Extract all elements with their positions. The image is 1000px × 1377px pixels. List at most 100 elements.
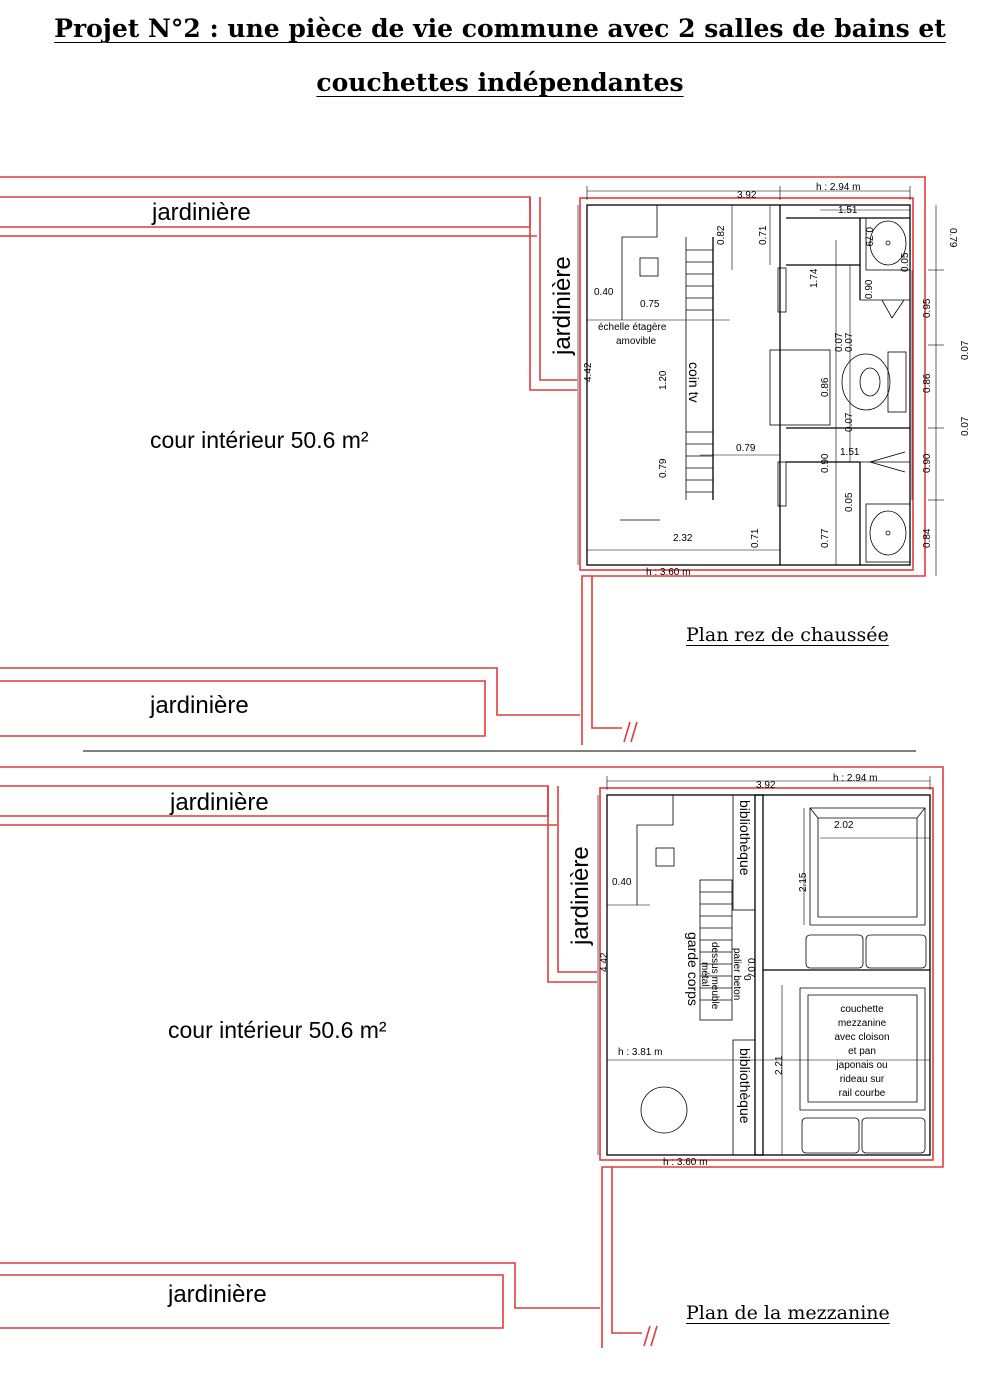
mezz-dim-221: 2.21 (774, 1055, 785, 1075)
mezz-stair-box (655, 847, 675, 867)
dim-071b: 0.71 (750, 528, 761, 548)
sink-lower (865, 503, 911, 563)
toilet (841, 351, 907, 413)
mezz-planter-side-label: jardinière (567, 846, 594, 946)
bed-upper (805, 807, 927, 969)
mezz-dim-202: 2.02 (834, 820, 854, 831)
dim-height-top: h : 2.94 m (816, 182, 860, 193)
mezz-planter-side-inner (557, 786, 597, 973)
wall-stub (591, 576, 622, 729)
stair-box (639, 257, 659, 277)
dim-077: 0.77 (820, 528, 831, 548)
sink-upper (865, 217, 911, 271)
dim-079-mid: 0.79 (736, 443, 756, 454)
shower-lower (860, 451, 910, 473)
round-table (640, 1086, 688, 1134)
dim-007e: 0.07 (960, 416, 971, 436)
mezz-outer-wall-outline (0, 766, 944, 1348)
dim-height-bottom: h : 3.60 m (646, 567, 690, 578)
outer-wall-outline (0, 176, 926, 745)
mezz-building-red-outline (599, 787, 934, 1161)
mezz-dim-width-total: 3.92 (756, 780, 776, 791)
dim-174: 1.74 (809, 268, 820, 288)
planter-side-outer (529, 197, 577, 391)
svg-text:mezzanine: mezzanine (838, 1018, 887, 1029)
dim-151a: 1.51 (838, 205, 858, 216)
landing-label-2: 0 (741, 975, 752, 981)
library-label-2: bibliothèque (737, 1048, 753, 1124)
mezz-planter-top-label: jardinière (169, 789, 269, 816)
svg-text:rideau sur: rideau sur (840, 1074, 885, 1085)
dim-079-far: 0.79 (947, 228, 958, 248)
break-mark-2 (630, 721, 638, 743)
dim-007c: 0.07 (834, 332, 845, 352)
landing-label-1: palier beton (731, 948, 742, 1000)
dim-090a: 0.90 (864, 279, 875, 299)
dim-082: 0.82 (716, 225, 727, 245)
dim-120: 1.20 (658, 370, 669, 390)
planter-side-label: jardinière (549, 256, 576, 356)
svg-text:japonais ou: japonais ou (835, 1060, 887, 1071)
mezz-planter-bottom-inner (0, 1274, 504, 1329)
dim-090b: 0.90 (820, 453, 831, 473)
stair-steps (621, 205, 658, 320)
ladder-label-1: échelle étagère (598, 322, 667, 333)
shower-upper (860, 299, 910, 319)
page-title-line-1: Projet N°2 : une pièce de vie commune av… (54, 14, 946, 43)
ground-dimension-lines (577, 186, 944, 576)
planter-bottom-outline (0, 667, 580, 716)
mezz-wall-stub (611, 1167, 642, 1334)
mezz-dim-215: 2.15 (798, 872, 809, 892)
mezz-planter-top-outline (0, 785, 549, 817)
dim-079-right: 0.79 (863, 227, 874, 247)
ground-floor-plan-label: Plan rez de chaussée (686, 624, 889, 646)
break-mark-1 (623, 721, 631, 743)
door-upper (777, 267, 787, 313)
dim-007b: 0.07 (960, 340, 971, 360)
mezz-planter-bottom-outline (0, 1262, 600, 1309)
mezz-stair-steps (636, 795, 674, 905)
bed-lower (799, 987, 926, 1154)
planter-top-label: jardinière (151, 199, 251, 226)
mezz-dim-040: 0.40 (612, 877, 632, 888)
mezz-courtyard-label: cour intérieur 50.6 m² (168, 1017, 387, 1043)
dim-075: 0.75 (640, 299, 660, 310)
mezz-break-mark-1 (643, 1325, 651, 1347)
planter-bottom-inner (0, 680, 486, 737)
svg-text:et pan: et pan (848, 1046, 876, 1057)
dim-090c: 0.90 (922, 453, 933, 473)
mezz-dim-007: 0.07 (745, 958, 756, 978)
dim-007d: 0.07 (844, 412, 855, 432)
mezz-dim-height-top: h : 2.94 m (833, 773, 877, 784)
planter-top-outline (0, 196, 531, 228)
ladder-label-2: amovible (616, 336, 656, 347)
ground-floor-plan: jardinière jardinière jardinière cour in… (0, 176, 971, 745)
mezz-dim-height-bottom: h : 3.60 m (663, 1157, 707, 1168)
dim-079-stair: 0.79 (658, 458, 669, 478)
tv-corner-label: coin tv (686, 362, 702, 402)
mezz-stair-treads (699, 879, 733, 1021)
mezz-planter-bottom-label: jardinière (167, 1281, 267, 1308)
railing-label: garde corps (685, 932, 701, 1006)
planter-side-inner (539, 197, 577, 381)
dim-width-total: 3.92 (737, 190, 757, 201)
mezz-dim-height-mid: h : 3.81 m (618, 1047, 662, 1058)
building-outline (586, 204, 911, 566)
courtyard-label: cour intérieur 50.6 m² (150, 427, 369, 453)
mezz-planter-side-outer (547, 786, 597, 983)
svg-text:couchette: couchette (840, 1004, 884, 1015)
metal-label-2: métal (699, 962, 710, 986)
bathtub-block (769, 349, 831, 426)
page-title-line-2: couchettes indépendantes (316, 68, 684, 97)
mezz-dimension-lines (597, 776, 931, 1156)
dim-095: 0.95 (922, 298, 933, 318)
mezz-dim-side: 4.42 (599, 952, 610, 972)
dim-151b: 1.51 (840, 447, 860, 458)
dim-086a: 0.86 (820, 377, 831, 397)
mezz-break-mark-2 (650, 1325, 658, 1347)
mezzanine-plan: jardinière jardinière jardinière cour in… (0, 766, 944, 1348)
dim-005b: 0.05 (844, 492, 855, 512)
mezzanine-plan-label: Plan de la mezzanine (686, 1302, 890, 1324)
stair-treads (686, 249, 713, 493)
